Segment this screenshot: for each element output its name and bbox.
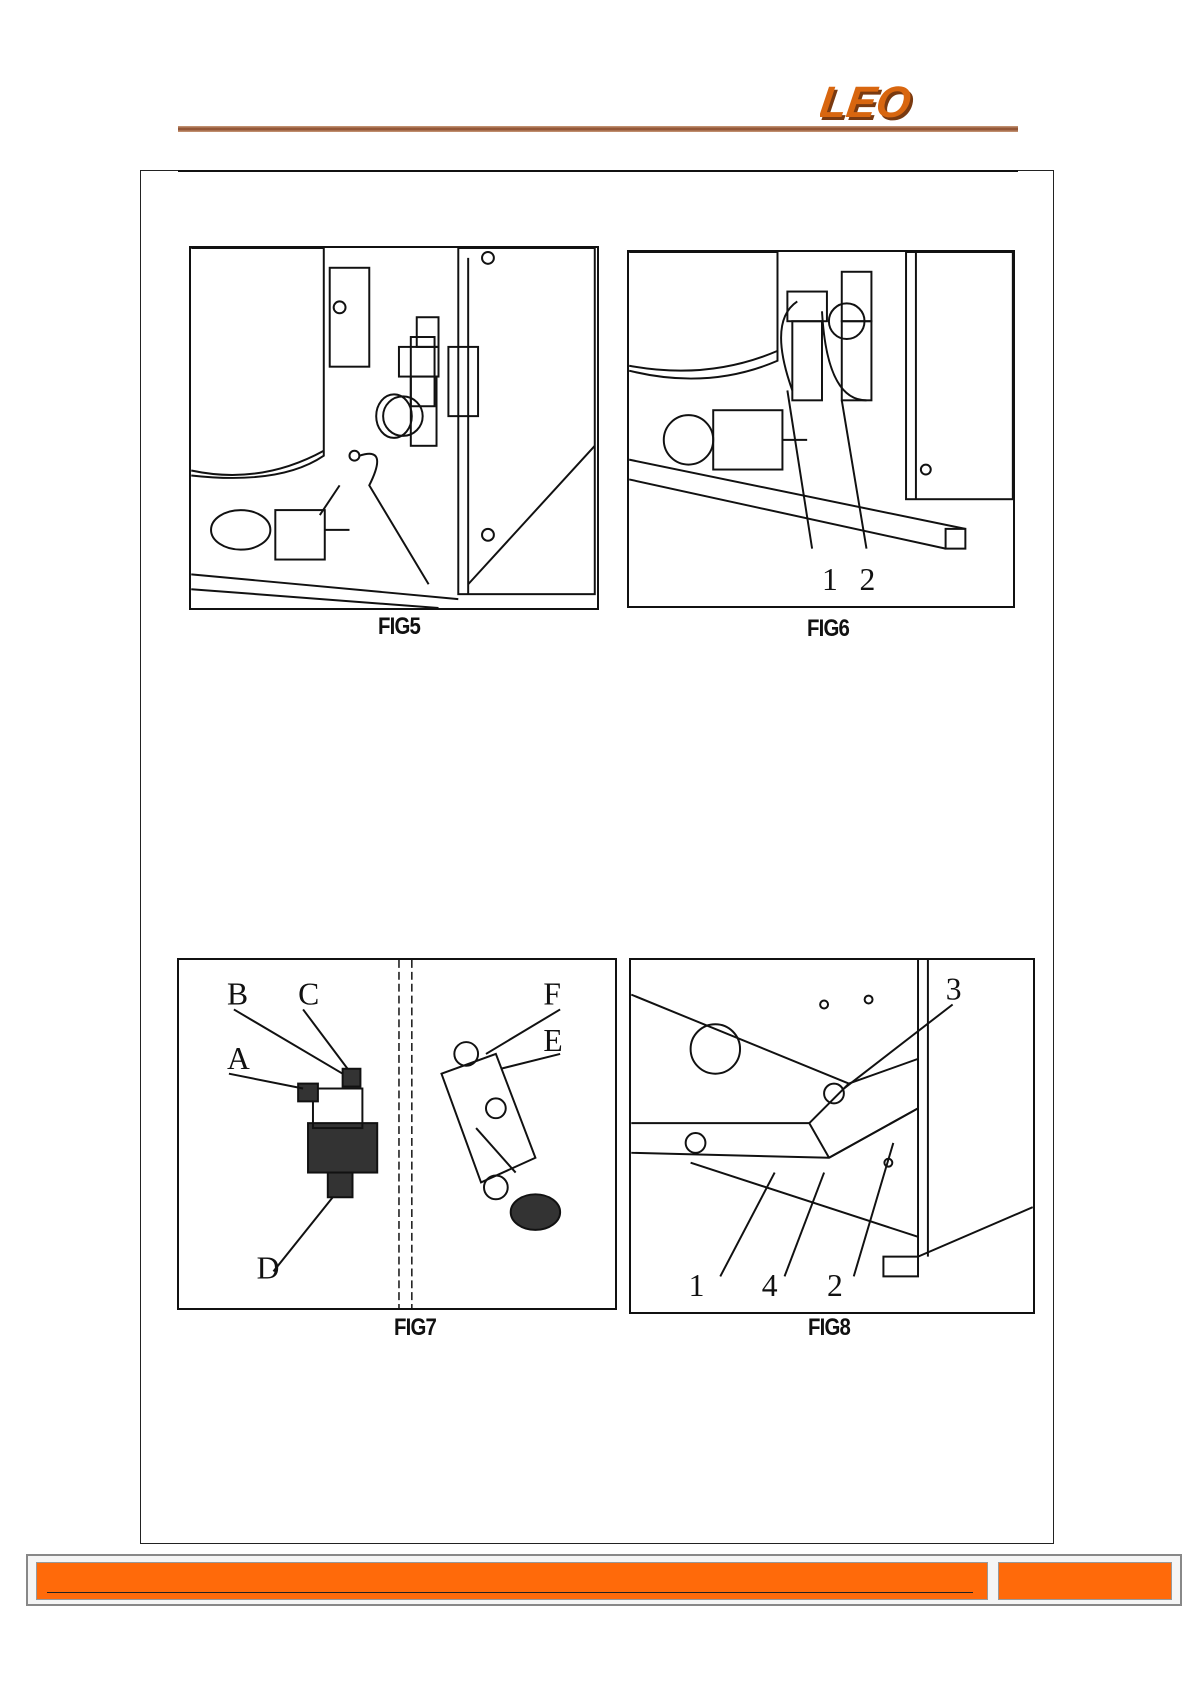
fig8-callout-1: 1 <box>689 1268 705 1303</box>
fig7-callout-b: B <box>227 976 248 1011</box>
fig7-callout-a: A <box>227 1041 250 1076</box>
fig7-callout-e: E <box>543 1023 562 1058</box>
fig8-callout-4: 4 <box>762 1268 778 1303</box>
fig8-callout-3: 3 <box>946 972 962 1007</box>
fig7-callout-f: F <box>543 976 561 1011</box>
leo-logo: LEO LEO <box>820 82 1000 126</box>
svg-text:LEO: LEO <box>820 82 914 126</box>
fig8-callout-2: 2 <box>827 1268 843 1303</box>
fig7-callout-d: D <box>257 1250 280 1285</box>
fig6-callout-2: 2 <box>860 562 876 597</box>
footer-bar <box>26 1554 1182 1606</box>
header-rule <box>178 126 1018 132</box>
fig7-caption: FIG7 <box>373 1314 458 1342</box>
fig7-callout-c: C <box>298 976 319 1011</box>
fig7-image: B C A D F E <box>177 958 617 1310</box>
footer-left-block <box>36 1562 988 1600</box>
fig8-image: 3 1 4 2 <box>629 958 1035 1314</box>
fig6-image: 1 2 <box>627 250 1015 608</box>
fig6-caption: FIG6 <box>786 615 871 643</box>
frame-top-rule <box>178 170 1018 172</box>
footer-right-block <box>998 1562 1172 1600</box>
fig6-callout-1: 1 <box>822 562 838 597</box>
fig5-caption: FIG5 <box>357 613 442 641</box>
fig8-caption: FIG8 <box>787 1314 872 1342</box>
fig5-image <box>189 246 599 610</box>
